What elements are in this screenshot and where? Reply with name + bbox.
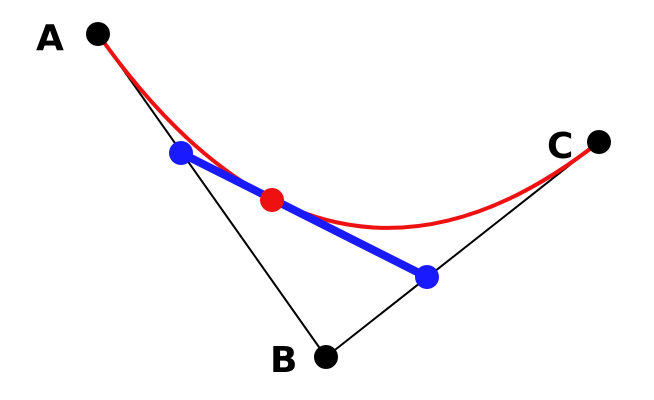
curve-point (260, 188, 284, 212)
label-b: B (270, 340, 297, 381)
interpolation-point-bc (415, 265, 439, 289)
control-point-a (86, 22, 110, 46)
interpolation-point-ab (169, 141, 193, 165)
label-a: A (36, 18, 64, 59)
control-point-c (587, 130, 611, 154)
label-c: C (547, 126, 573, 167)
interpolation-segment (177, 149, 431, 281)
control-point-b (314, 345, 338, 369)
control-segment-ab (97, 33, 327, 358)
control-segment-bc (325, 141, 600, 358)
bezier-curve (96, 32, 601, 230)
